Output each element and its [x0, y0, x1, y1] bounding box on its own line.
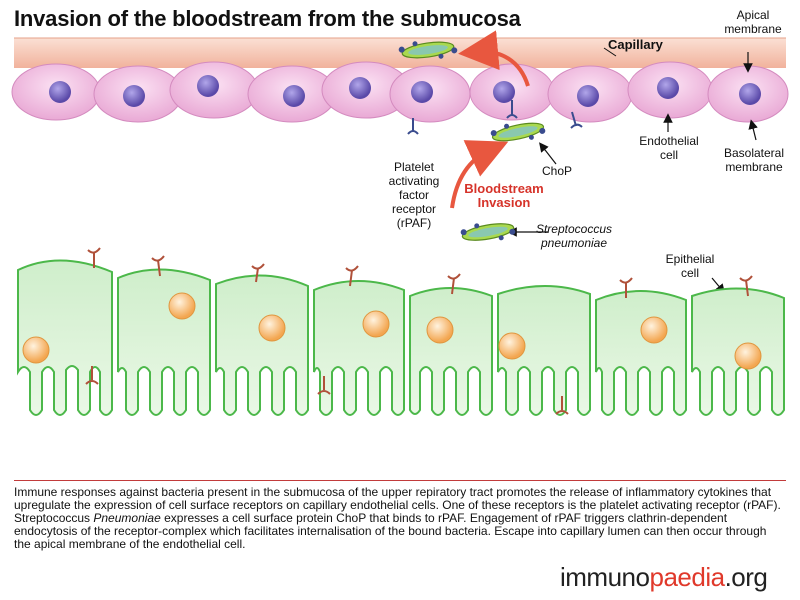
epithelial-receptor	[87, 247, 101, 268]
endothelial-cell	[389, 65, 471, 123]
epithelial-nucleus	[640, 316, 668, 344]
caption-divider	[14, 480, 786, 481]
epithelial-nucleus	[362, 310, 390, 338]
endothelial-cell	[93, 65, 183, 123]
bloodstream-invasion-diagram	[11, 30, 789, 416]
bacterium-submucosa	[460, 223, 516, 241]
rpaf-receptor	[570, 111, 583, 129]
epithelial-cell-row	[17, 259, 785, 416]
endothelial-cell	[707, 65, 789, 123]
bacterium-bound	[490, 122, 546, 142]
epithelial-nucleus	[426, 316, 454, 344]
epithelial-receptor	[251, 263, 265, 283]
epithelial-cell	[313, 280, 405, 416]
epithelial-nucleus	[168, 292, 196, 320]
rpaf-receptor	[506, 100, 518, 119]
endothelial-cell	[11, 63, 101, 121]
epithelial-cell	[409, 287, 493, 416]
epithelial-cell	[497, 285, 591, 416]
capillary-label: Capillary	[608, 37, 663, 52]
epithelial-nuclei	[22, 292, 762, 370]
caption-text: Immune responses against bacteria presen…	[14, 485, 781, 551]
epithelial-nucleus	[258, 314, 286, 342]
epithelial-cell	[117, 268, 211, 416]
endothelial-cell-row	[11, 61, 789, 123]
epithelial-nucleus	[498, 332, 526, 360]
epithelial-receptor	[151, 255, 165, 277]
epithelial-receptor	[345, 265, 359, 287]
epithelial-receptor	[555, 396, 569, 415]
epithelial-nucleus	[22, 336, 50, 364]
escape-arrow	[458, 30, 530, 87]
endothelial-cell	[627, 61, 713, 119]
epithelial-receptor	[447, 273, 461, 295]
epithelial-nucleus	[734, 342, 762, 370]
bacterium-escaped	[398, 41, 458, 59]
endothelial-cell	[547, 65, 633, 123]
epithelial-cell	[215, 274, 309, 416]
epithelial-receptor	[739, 275, 753, 297]
page-title: Invasion of the bloodstream from the sub…	[14, 6, 521, 31]
chop-label: ChoP	[542, 164, 573, 178]
rpaf-receptor	[407, 118, 419, 135]
invasion-arrow	[450, 140, 509, 209]
epithelial-receptor	[619, 277, 633, 298]
epithelial-cell	[595, 290, 687, 416]
endothelial-cell	[169, 61, 259, 119]
epithelial-cell	[17, 259, 113, 416]
epithelial-receptors	[85, 247, 753, 415]
epithelial-receptor	[317, 376, 331, 395]
immunopaedia-logo[interactable]: immunopaedia.org	[560, 562, 768, 592]
epithelial-receptor	[85, 366, 99, 385]
platelet-receptor-label: Platelet activating factor receptor (rPA…	[388, 160, 440, 230]
